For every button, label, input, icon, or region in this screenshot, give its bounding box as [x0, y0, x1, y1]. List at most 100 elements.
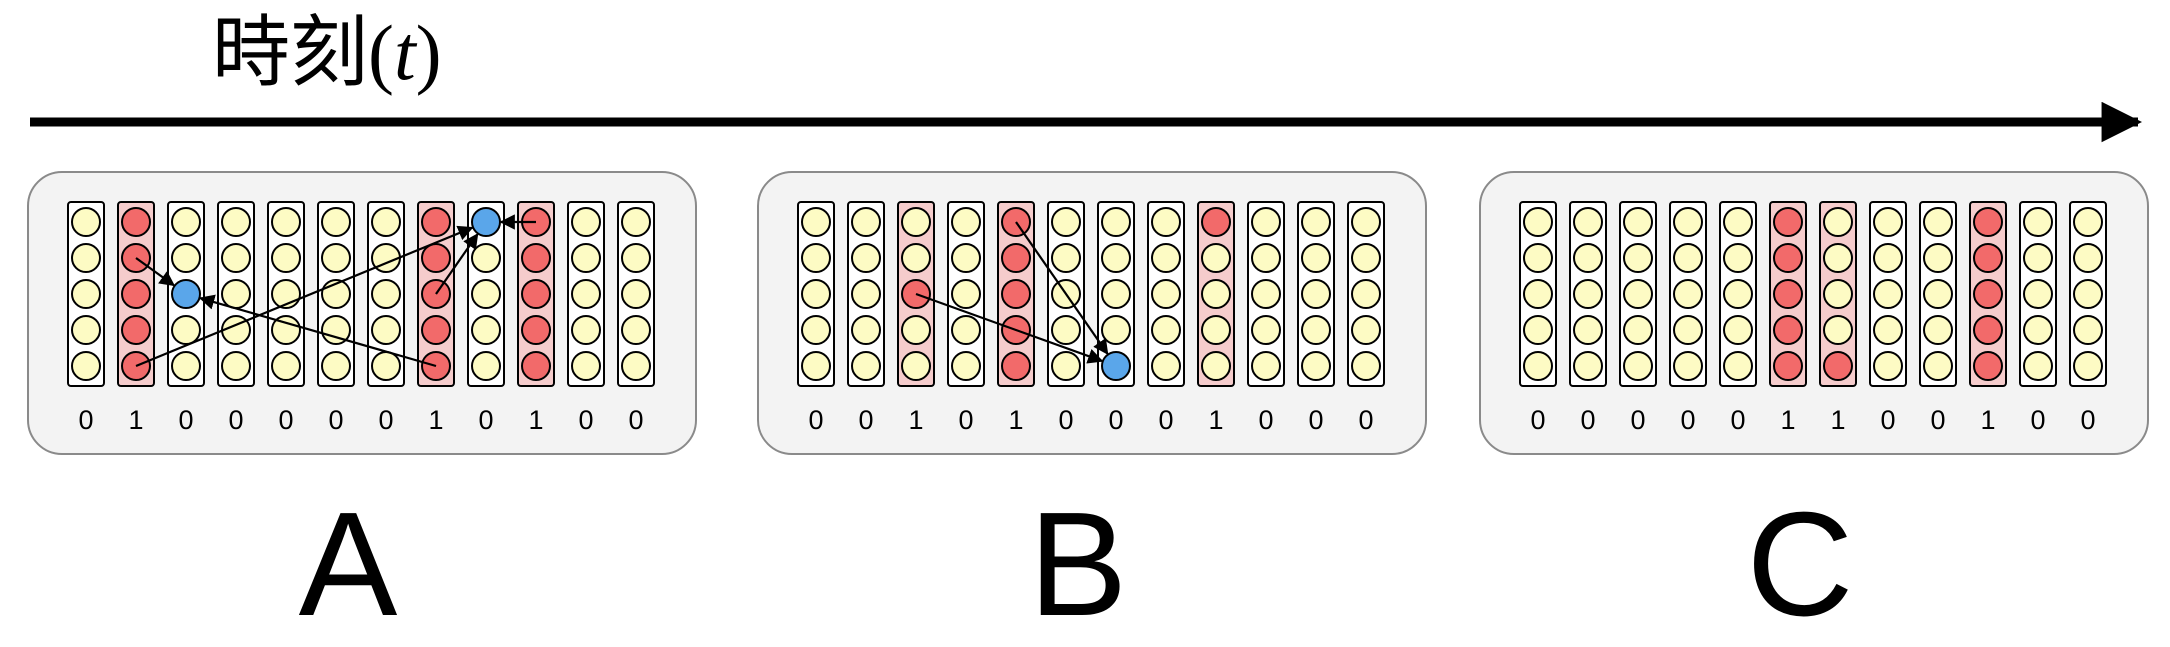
column-bit-label: 0: [2030, 405, 2045, 435]
inactive-neuron: [801, 279, 831, 309]
inactive-neuron: [1251, 207, 1281, 237]
inactive-neuron: [2023, 315, 2053, 345]
column-bit-label: 0: [1158, 405, 1173, 435]
active-neuron: [121, 279, 151, 309]
inactive-neuron: [1251, 351, 1281, 381]
inactive-neuron: [621, 279, 651, 309]
inactive-neuron: [2023, 351, 2053, 381]
inactive-neuron: [1301, 279, 1331, 309]
inactive-neuron: [71, 207, 101, 237]
inactive-neuron: [1301, 351, 1331, 381]
inactive-neuron: [1051, 351, 1081, 381]
inactive-neuron: [1151, 351, 1181, 381]
inactive-neuron: [2073, 243, 2103, 273]
active-neuron: [1773, 243, 1803, 273]
inactive-neuron: [1623, 279, 1653, 309]
inactive-neuron: [801, 207, 831, 237]
inactive-neuron: [1873, 351, 1903, 381]
inactive-neuron: [571, 279, 601, 309]
inactive-neuron: [221, 279, 251, 309]
column-bit-label: 1: [128, 405, 143, 435]
inactive-neuron: [1251, 243, 1281, 273]
time-label-text: 時刻: [212, 8, 369, 98]
inactive-neuron: [1201, 279, 1231, 309]
column-bit-label: 0: [578, 405, 593, 435]
column-bit-label: 0: [958, 405, 973, 435]
query-neuron: [1101, 351, 1131, 381]
inactive-neuron: [901, 207, 931, 237]
inactive-neuron: [2023, 207, 2053, 237]
inactive-neuron: [1923, 243, 1953, 273]
inactive-neuron: [1873, 207, 1903, 237]
inactive-neuron: [1351, 315, 1381, 345]
column-bit-label: 0: [478, 405, 493, 435]
active-neuron: [1973, 279, 2003, 309]
inactive-neuron: [1351, 279, 1381, 309]
inactive-neuron: [1351, 243, 1381, 273]
column-bit-label: 0: [808, 405, 823, 435]
column-bit-label: 0: [628, 405, 643, 435]
connection-arrow: [135, 257, 176, 287]
column-bit-label: 0: [378, 405, 393, 435]
inactive-neuron: [1251, 279, 1281, 309]
inactive-neuron: [801, 351, 831, 381]
connection-arrow: [1015, 221, 1109, 355]
column-bit-label: 0: [1630, 405, 1645, 435]
inactive-neuron: [1251, 315, 1281, 345]
inactive-neuron: [1823, 207, 1853, 237]
inactive-neuron: [1623, 351, 1653, 381]
inactive-neuron: [621, 243, 651, 273]
inactive-neuron: [271, 351, 301, 381]
inactive-neuron: [1301, 207, 1331, 237]
inactive-neuron: [1573, 279, 1603, 309]
active-neuron: [1973, 315, 2003, 345]
active-neuron: [121, 315, 151, 345]
inactive-neuron: [371, 315, 401, 345]
inactive-neuron: [621, 351, 651, 381]
inactive-neuron: [571, 207, 601, 237]
inactive-neuron: [1101, 207, 1131, 237]
inactive-neuron: [1873, 315, 1903, 345]
time-label-open-paren: (: [368, 9, 394, 96]
column-bit-label: 0: [1258, 405, 1273, 435]
inactive-neuron: [1873, 279, 1903, 309]
column-bit-label: 0: [858, 405, 873, 435]
inactive-neuron: [1673, 243, 1703, 273]
column-bit-label: 0: [1880, 405, 1895, 435]
time-axis-label: 時刻(t): [212, 0, 442, 108]
inactive-neuron: [2023, 279, 2053, 309]
inactive-neuron: [851, 207, 881, 237]
column-bit-label: 0: [178, 405, 193, 435]
inactive-neuron: [321, 315, 351, 345]
inactive-neuron: [1623, 315, 1653, 345]
inactive-neuron: [471, 243, 501, 273]
inactive-neuron: [1723, 351, 1753, 381]
column-bit-label: 0: [2080, 405, 2095, 435]
active-neuron: [1201, 207, 1231, 237]
active-neuron: [1001, 351, 1031, 381]
inactive-neuron: [801, 243, 831, 273]
inactive-neuron: [621, 315, 651, 345]
active-neuron: [121, 207, 151, 237]
inactive-neuron: [1673, 279, 1703, 309]
inactive-neuron: [1151, 279, 1181, 309]
column-bit-label: 0: [278, 405, 293, 435]
inactive-neuron: [371, 207, 401, 237]
inactive-neuron: [1673, 207, 1703, 237]
active-neuron: [421, 243, 451, 273]
inactive-neuron: [1101, 315, 1131, 345]
inactive-neuron: [1101, 279, 1131, 309]
inactive-neuron: [1151, 243, 1181, 273]
inactive-neuron: [901, 351, 931, 381]
inactive-neuron: [71, 315, 101, 345]
inactive-neuron: [1523, 351, 1553, 381]
inactive-neuron: [321, 243, 351, 273]
inactive-neuron: [1051, 315, 1081, 345]
inactive-neuron: [1673, 351, 1703, 381]
active-neuron: [1973, 243, 2003, 273]
inactive-neuron: [571, 351, 601, 381]
inactive-neuron: [1301, 315, 1331, 345]
inactive-neuron: [171, 351, 201, 381]
inactive-neuron: [471, 351, 501, 381]
